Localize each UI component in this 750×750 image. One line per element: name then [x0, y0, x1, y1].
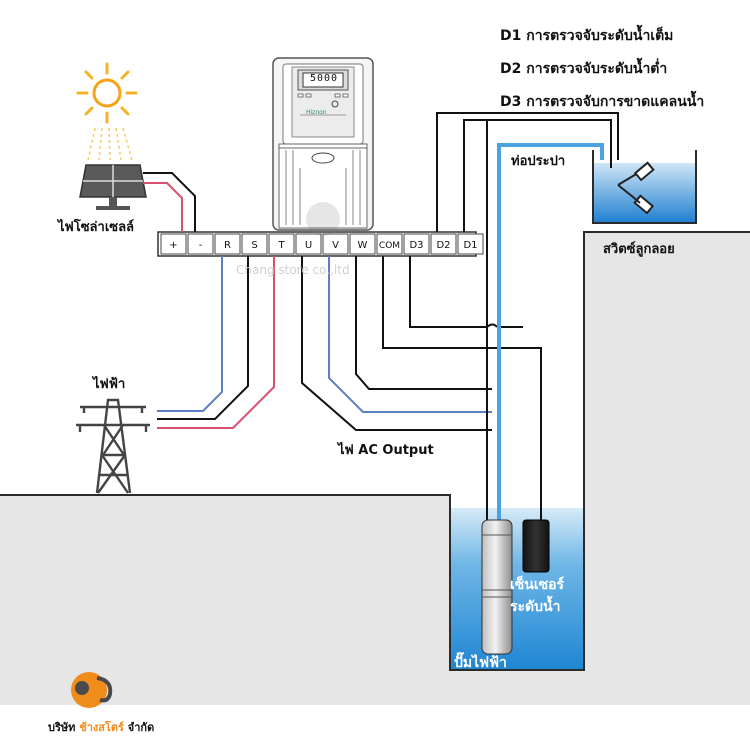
- watermark-text: Chang store co.,ltd: [236, 263, 350, 277]
- terminal-label: T: [277, 240, 285, 251]
- terminal-label: D3: [409, 240, 423, 251]
- terminal-1: [160, 233, 187, 255]
- electric-pump-label: ปั๊มไฟฟ้า: [454, 655, 507, 671]
- float-switch-label: สวิตซ์ลูกลอย: [603, 242, 675, 257]
- legend-d2: D2 การตรวจจับระดับน้ำต่ำ: [500, 61, 668, 77]
- terminal-label: R: [224, 240, 231, 251]
- tap-pipe-label: ท่อประปา: [511, 154, 566, 169]
- terminal-6: [295, 233, 322, 255]
- terminal-label: U: [305, 240, 312, 251]
- terminal-2: [187, 233, 214, 255]
- terminal-10: [403, 233, 430, 255]
- water-level-sensor-icon: [522, 519, 550, 573]
- submersible-pump-icon: [481, 519, 513, 655]
- water-sensor-label-1: เซ็นเซอร์: [510, 577, 565, 593]
- sun-icon: [76, 62, 138, 124]
- company-brand: ช้างสโตร์: [79, 721, 124, 734]
- water-well: [449, 495, 585, 671]
- wires: [143, 112, 619, 521]
- terminal-7: [322, 233, 349, 255]
- terminal-label: D1: [463, 240, 477, 251]
- terminal-4: [241, 233, 268, 255]
- company-name: บริษัท ช้างสโตร์ จำกัด: [48, 718, 154, 736]
- water-sensor-label-2: ระดับน้ำ: [510, 599, 561, 615]
- ac-output-label: ไฟ AC Output: [338, 443, 434, 458]
- company-logo-icon: [71, 672, 113, 708]
- solar-cell-label: ไฟโซล่าเซลล์: [58, 220, 135, 235]
- terminal-label: S: [251, 240, 257, 251]
- legend-d1: D1 การตรวจจับระดับน้ำเต็ม: [500, 28, 674, 44]
- power-tower-icon: [76, 398, 150, 494]
- sunlight-rays: [87, 127, 133, 161]
- terminal-3: [214, 233, 241, 255]
- terminal-12: [457, 233, 484, 255]
- company-prefix: บริษัท: [48, 721, 76, 734]
- watermark-logo: [306, 202, 340, 236]
- water-pipe: [497, 143, 604, 520]
- terminal-label: COM: [379, 241, 400, 251]
- terminal-label: W: [358, 240, 368, 251]
- float-switch-icon: [617, 161, 655, 215]
- terminal-11: [430, 233, 457, 255]
- inverter-brand: Hiznon: [306, 109, 327, 116]
- solar-panel-icon: [79, 164, 147, 210]
- terminal-label: V: [332, 240, 339, 251]
- terminal-label: D2: [436, 240, 450, 251]
- terminal-5: [268, 233, 295, 255]
- company-suffix: จำกัด: [127, 721, 155, 734]
- inverter-device: [272, 57, 374, 231]
- terminal-label: -: [199, 240, 203, 251]
- terminal-strip: + - R S T U V W COM D3 D2 D1: [157, 231, 484, 257]
- legend-d3: D3 การตรวจจับการขาดแคลนน้ำ: [500, 94, 705, 110]
- inverter-display: 5000: [309, 73, 339, 84]
- terminal-label: +: [169, 240, 177, 251]
- terminal-9: [376, 233, 403, 255]
- terminal-8: [349, 233, 376, 255]
- grid-power-label: ไฟฟ้า: [93, 377, 126, 392]
